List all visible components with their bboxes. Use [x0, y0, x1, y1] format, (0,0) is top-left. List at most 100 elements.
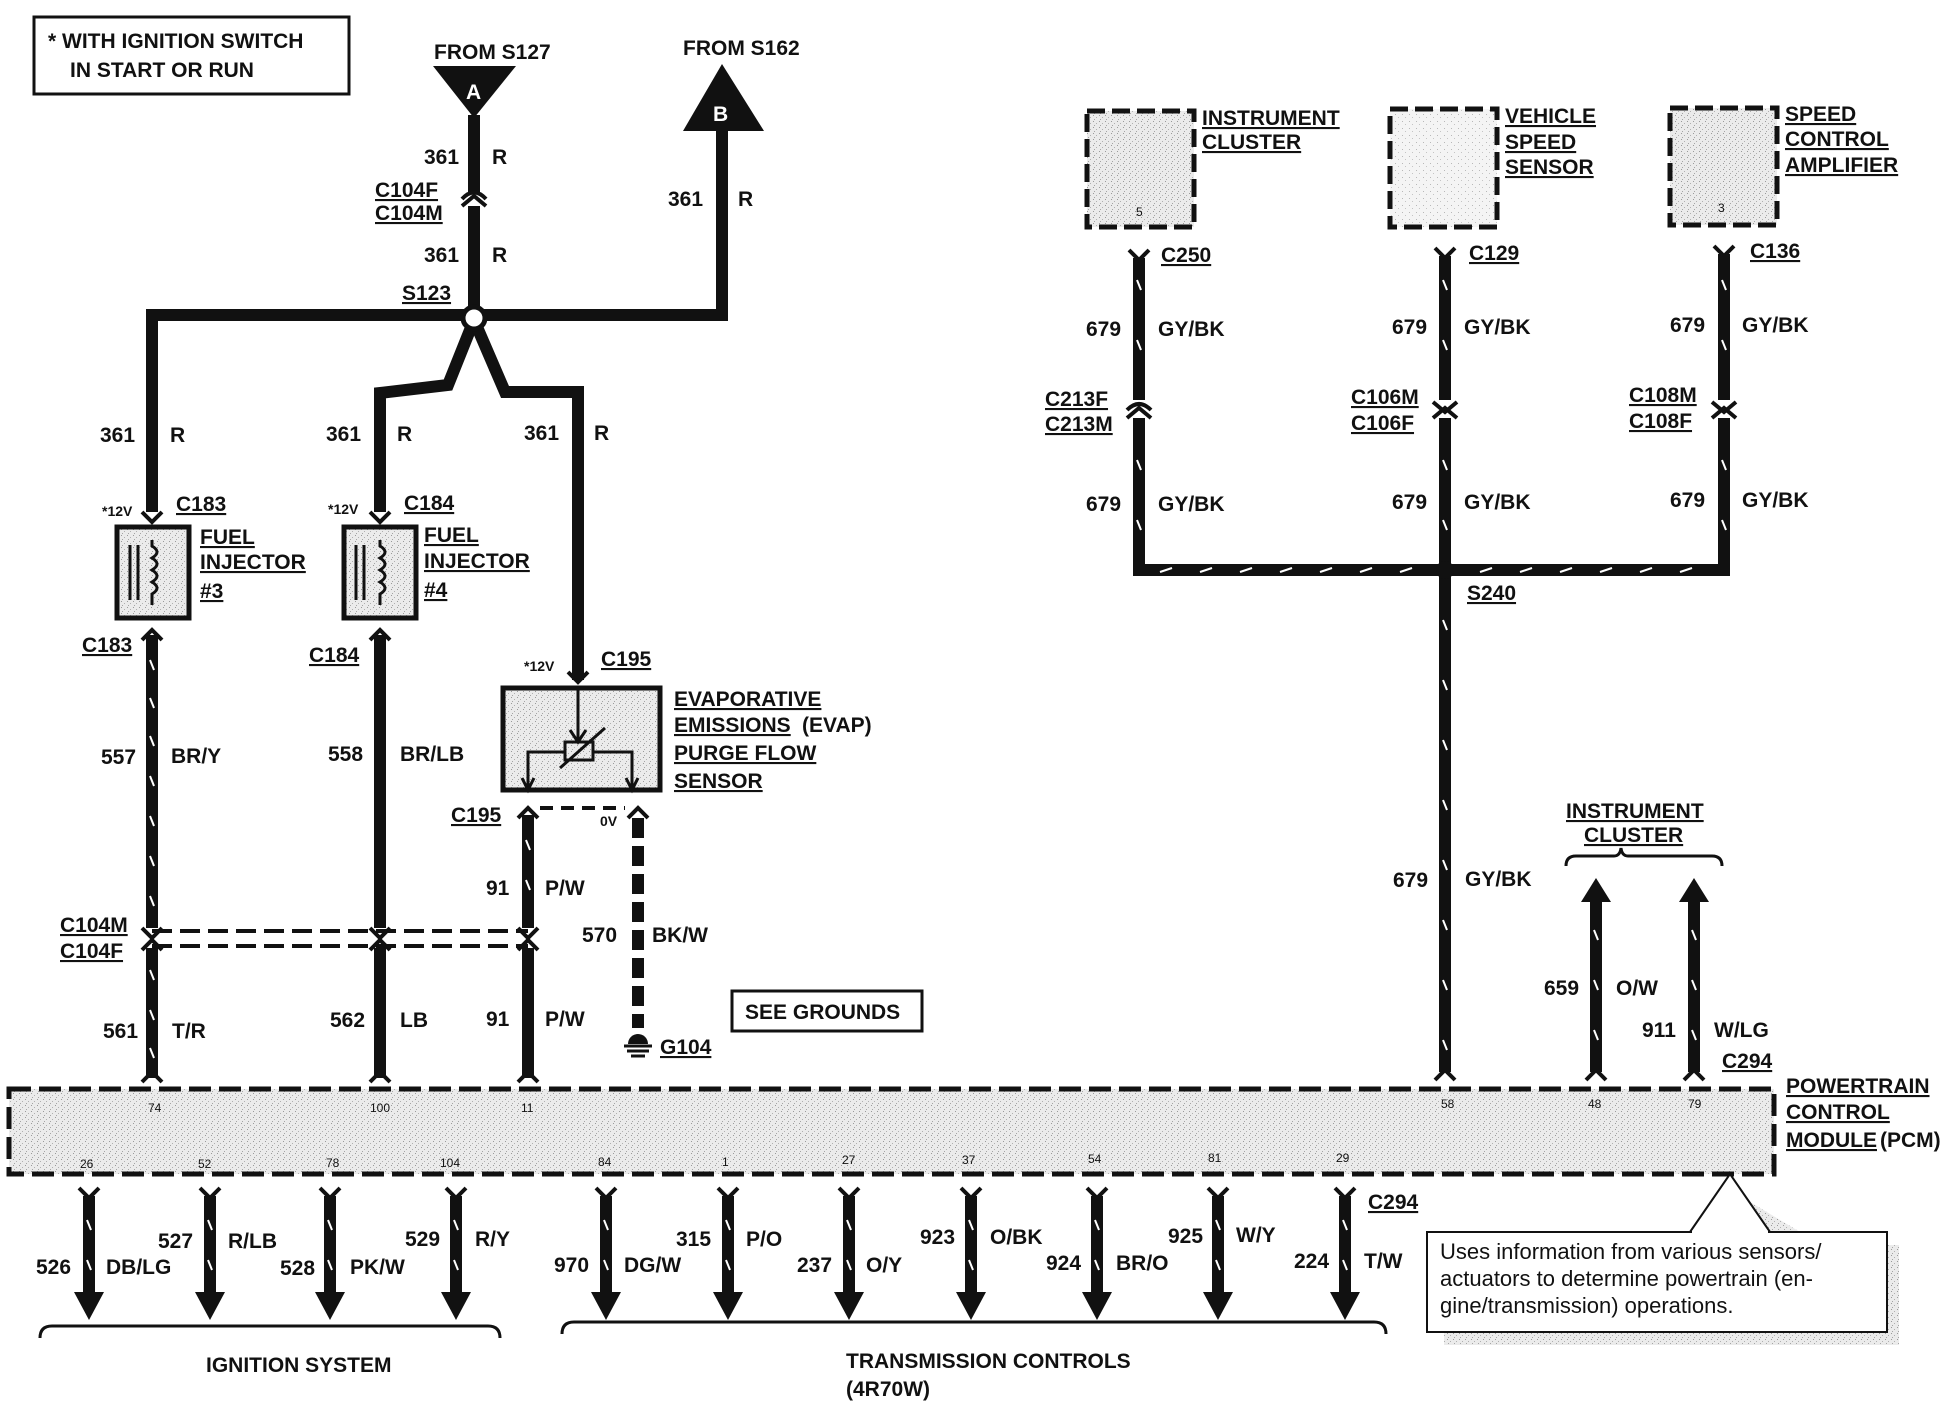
c213m-label: C213M: [1045, 413, 1113, 436]
wire-659-911-stripes: [1593, 929, 1697, 1041]
out-924-label: 924: [1046, 1252, 1081, 1275]
c104m-bundle-label: C104M: [60, 914, 128, 937]
wire-stripe-557: [149, 659, 155, 907]
pcm-pin-1: 1: [722, 1155, 729, 1169]
out-923-label: 923: [920, 1226, 955, 1249]
wire-558-label: 558: [328, 743, 363, 766]
wire-679-color-2: GY/BK: [1464, 316, 1531, 339]
c106m-label: C106M: [1351, 386, 1419, 409]
wire-361-color-inj4: R: [397, 423, 412, 446]
instrument-cluster-l1: INSTRUMENT: [1202, 107, 1340, 130]
wire-570-label: 570: [582, 924, 617, 947]
out-923-color: O/BK: [990, 1226, 1043, 1249]
c294-label-bottom: C294: [1368, 1191, 1419, 1214]
wire-stripe-91: [525, 839, 531, 891]
vss-l3: SENSOR: [1505, 156, 1594, 179]
out-237-label: 237: [797, 1254, 832, 1277]
c213f-label: C213F: [1045, 388, 1108, 411]
c183-connector-top: [140, 510, 164, 525]
pcm-pin-74: 74: [148, 1101, 162, 1115]
c104f-label: C104F: [375, 179, 438, 202]
pcm-pin-100: 100: [370, 1101, 390, 1115]
wire-679-label-1: 679: [1086, 318, 1121, 341]
c250-label: C250: [1161, 244, 1211, 267]
wire-361-color-evap: R: [594, 422, 609, 445]
c294-pin-79: [1682, 1067, 1706, 1082]
c136-label: C136: [1750, 240, 1800, 263]
pcm-pin-52: 52: [198, 1157, 212, 1171]
source-b-triangle: [683, 64, 764, 131]
wire-91-label-lower: 91: [486, 1008, 510, 1031]
vss-l1: VEHICLE: [1505, 105, 1596, 128]
c294-pin-100: [368, 1069, 392, 1084]
c195-label-top: C195: [601, 648, 652, 671]
wire-91-color-lower: P/W: [545, 1008, 585, 1031]
pcm-output-wires: [83, 1196, 1351, 1294]
pcm-output-stripes: [86, 1219, 1348, 1271]
fuel-injector-3-l1: FUEL: [200, 526, 255, 549]
wire-361-color-a1: R: [492, 146, 507, 169]
out-526-color: DB/LG: [106, 1256, 171, 1279]
out-528-label: 528: [280, 1257, 315, 1280]
wire-361-label-a2: 361: [424, 244, 459, 267]
evap-l3: PURGE FLOW: [674, 742, 817, 765]
c104m-label: C104M: [375, 202, 443, 225]
fuel-injector-4-l3: #4: [424, 579, 448, 602]
pcm-pin-26: 26: [80, 1157, 94, 1171]
see-grounds-label: SEE GROUNDS: [745, 1001, 900, 1024]
out-924-color: BR/O: [1116, 1252, 1169, 1275]
wire-361-color-a2: R: [492, 244, 507, 267]
c108f-label: C108F: [1629, 410, 1692, 433]
pcm-pin-37: 37: [962, 1153, 976, 1167]
inj3-voltage: *12V: [102, 503, 133, 519]
wire-679-label-7: 679: [1393, 869, 1428, 892]
mid-connectors-right: [1125, 400, 1738, 420]
wire-91-label-upper: 91: [486, 877, 510, 900]
wire-679-color-4: GY/BK: [1158, 493, 1225, 516]
fuel-injector-3-l3: #3: [200, 580, 223, 603]
source-b-label: FROM S162: [683, 37, 800, 60]
c195-connector-pin2: [626, 805, 650, 820]
callout-line2: actuators to determine powertrain (en-: [1440, 1266, 1813, 1291]
evap-l4: SENSOR: [674, 770, 763, 793]
transmission-controls-brace: [560, 1320, 1388, 1335]
c184-connector-bottom: [368, 627, 392, 642]
instrument-cluster-2-l2: CLUSTER: [1584, 824, 1683, 847]
sca-l1: SPEED: [1785, 103, 1856, 126]
wire-561-color: T/R: [172, 1020, 206, 1043]
inj4-voltage: *12V: [328, 501, 359, 517]
fuel-injector-4-l2: INJECTOR: [424, 550, 530, 573]
out-970-color: DG/W: [624, 1254, 681, 1277]
out-315-color: P/O: [746, 1228, 782, 1251]
fuel-injector-3-symbol: [128, 540, 159, 605]
wire-679-upper-segments: [1133, 254, 1730, 400]
instrument-cluster-2-brace: [1564, 847, 1724, 867]
wire-659-label: 659: [1544, 977, 1579, 1000]
wire-361-label-evap: 361: [524, 422, 559, 445]
see-grounds-box[interactable]: [730, 989, 924, 1033]
callout-line3: gine/transmission) operations.: [1440, 1293, 1733, 1318]
c195-connector-pin1: [516, 805, 540, 820]
wire-361-label-a1: 361: [424, 146, 459, 169]
wire-911-label: 911: [1642, 1019, 1676, 1042]
instrument-cluster-box: [1084, 108, 1197, 230]
source-a-letter: A: [466, 81, 481, 104]
c184-connector-top: [368, 510, 392, 525]
evap-l2: EMISSIONS: [674, 714, 791, 737]
fuel-injector-4-l1: FUEL: [424, 524, 479, 547]
out-237-color: O/Y: [866, 1254, 902, 1277]
wire-562-color: LB: [400, 1009, 428, 1032]
wire-561-label: 561: [103, 1020, 138, 1043]
wire-558-color: BR/LB: [400, 743, 464, 766]
ignition-note-line2: IN START OR RUN: [70, 59, 254, 82]
c104-bundle-connectors: [140, 926, 540, 952]
pcm-pin-104: 104: [440, 1156, 460, 1170]
c104-connector-bottom: [460, 193, 488, 208]
pcm-pin-79: 79: [1688, 1097, 1702, 1111]
wire-679-color-3: GY/BK: [1742, 314, 1809, 337]
instrument-cluster-pin: 5: [1136, 205, 1143, 219]
wire-557-color: BR/Y: [171, 745, 221, 768]
callout-box: [1426, 1231, 1888, 1333]
c184-label-top: C184: [404, 492, 455, 515]
